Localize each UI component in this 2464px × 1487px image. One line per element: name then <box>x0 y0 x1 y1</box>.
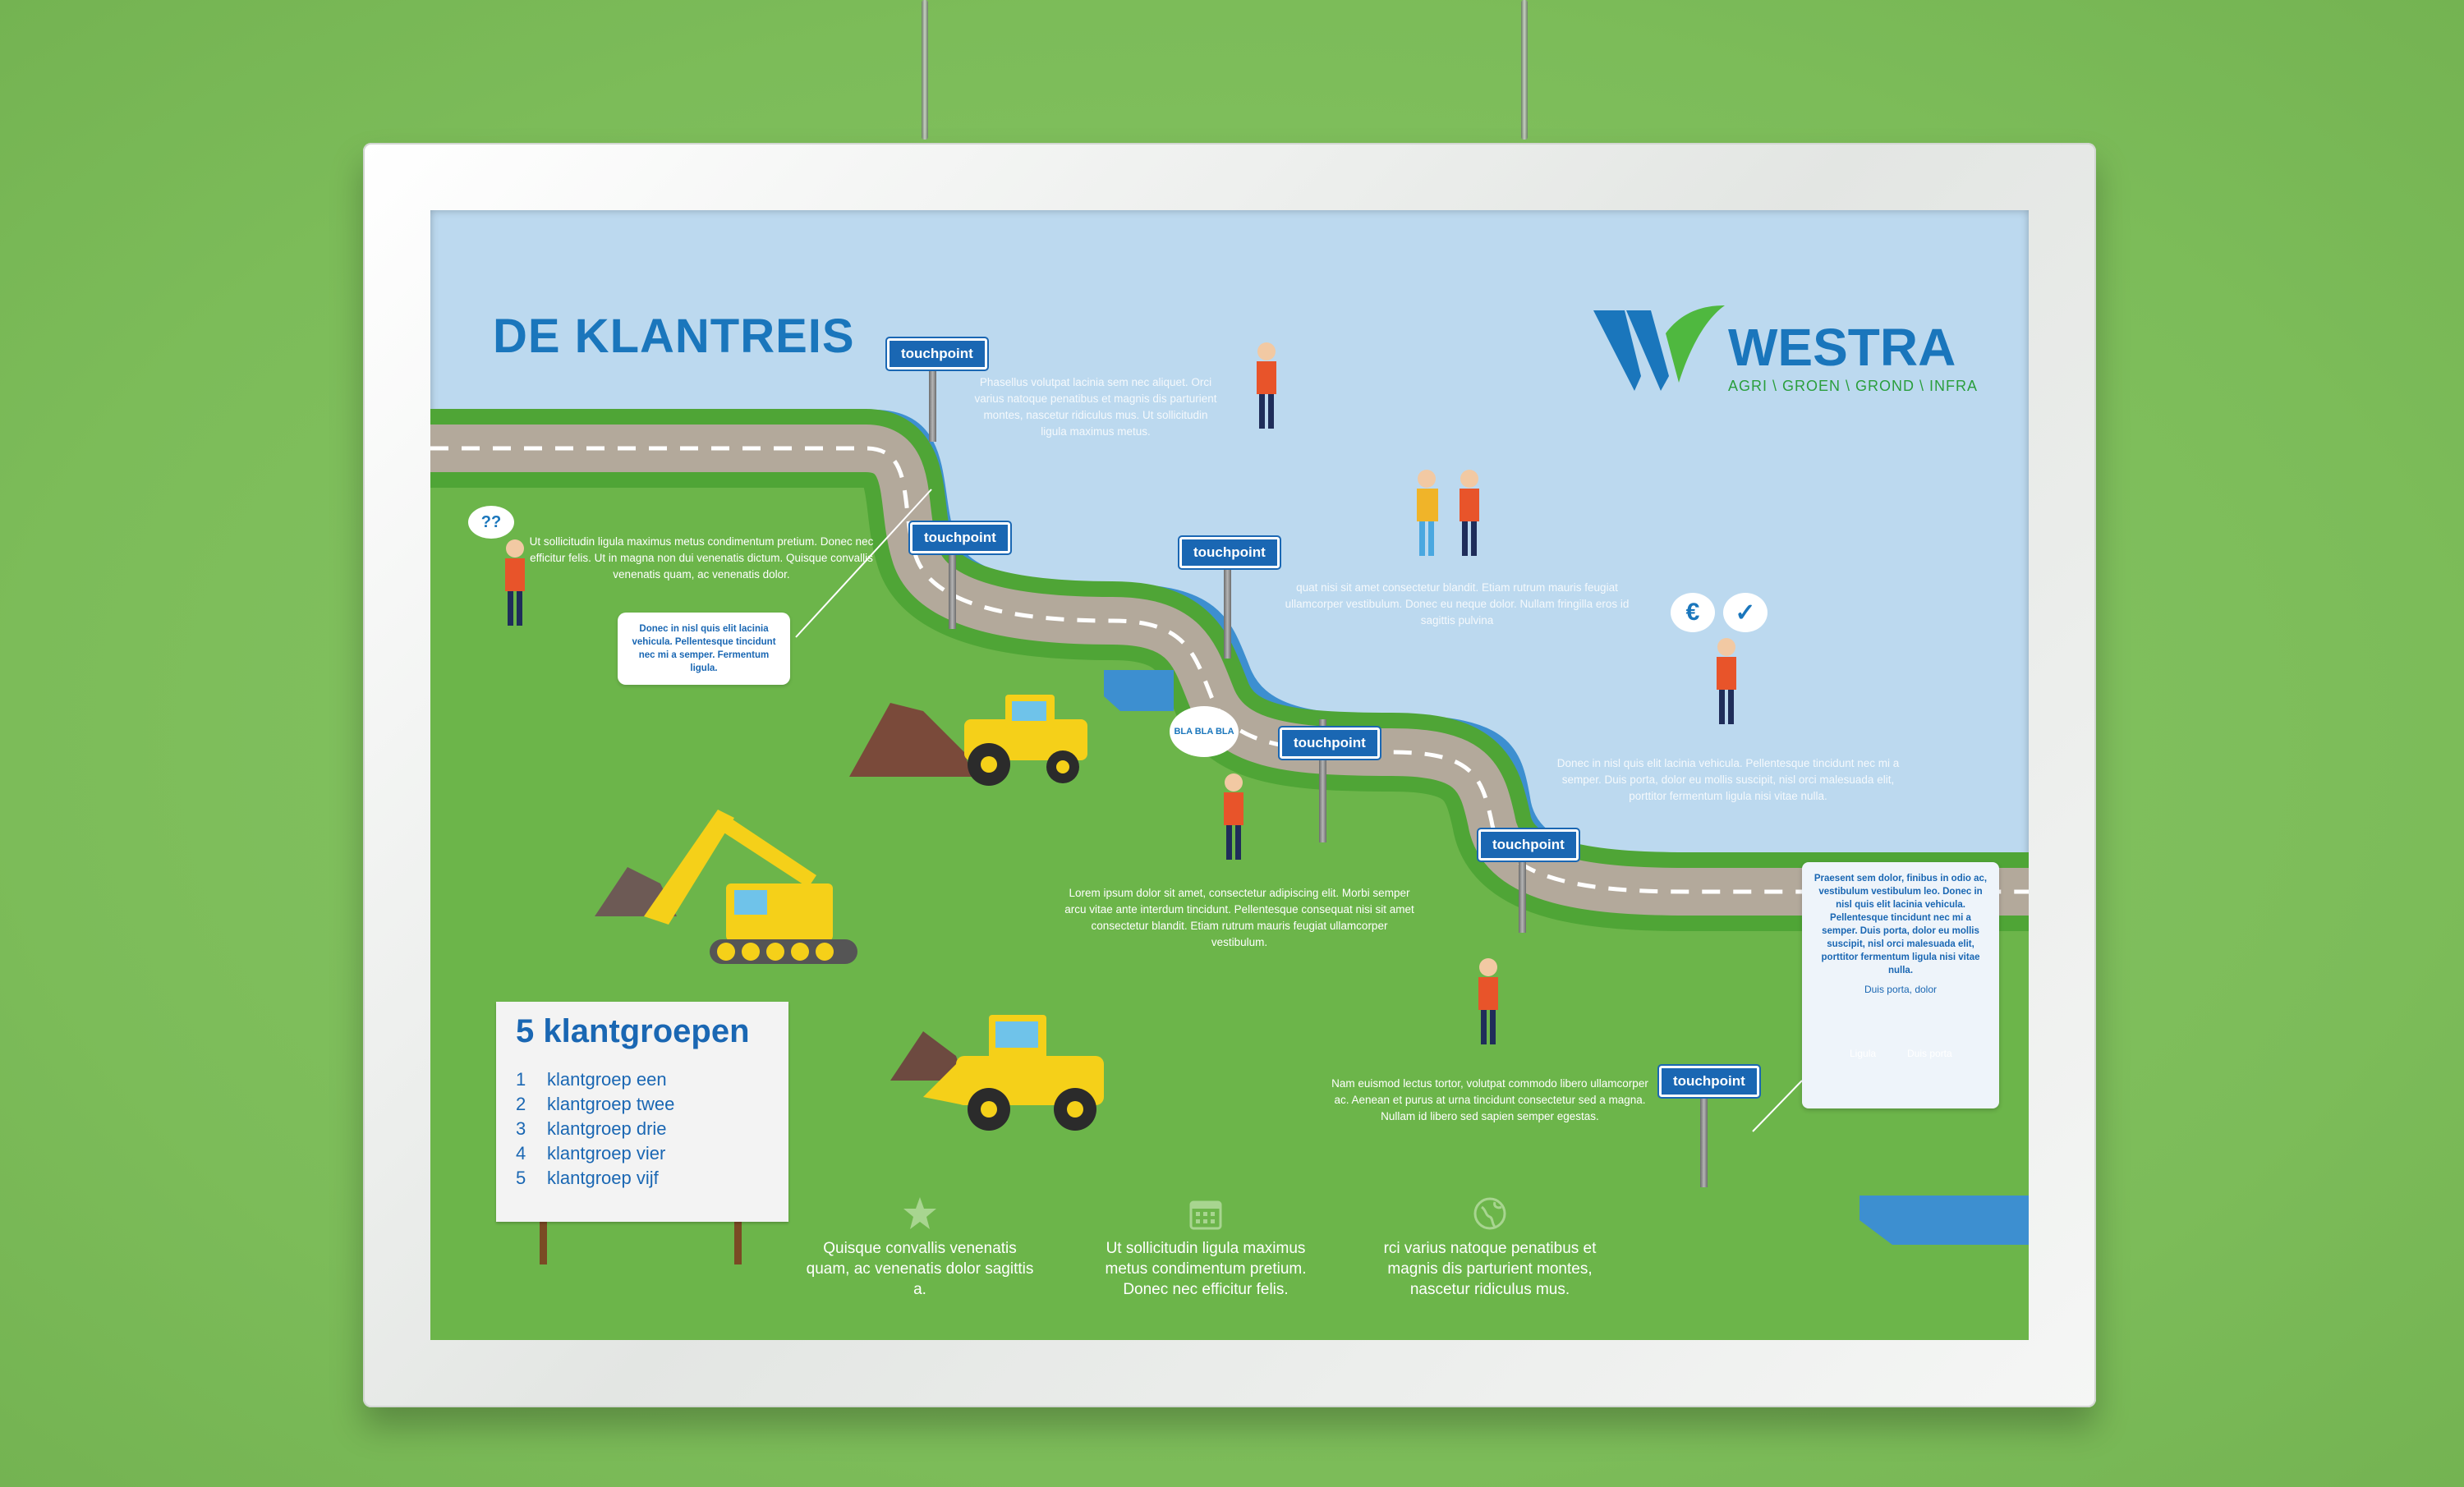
footer-item-1: Quisque convallis venenatis quam, ac ven… <box>805 1196 1035 1300</box>
river-pool-2 <box>1859 1196 2029 1245</box>
person-middle <box>1224 773 1243 860</box>
board-title: 5 klantgroepen <box>516 1013 750 1049</box>
journey-text-4: Donec in nisl quis elit lacinia vehicula… <box>1556 757 1900 802</box>
poster-title: DE KLANTREIS <box>493 310 855 363</box>
board-leg-left <box>540 1222 547 1264</box>
river-pool-1 <box>1104 670 1174 711</box>
venn-label-right: Duis porta <box>1907 1048 1952 1059</box>
tractor-top <box>964 695 1087 786</box>
person-left <box>505 539 525 626</box>
venn-description: Praesent sem dolor, finibus in odio ac, … <box>1814 874 1988 975</box>
footer-item-3: rci varius natoque penatibus et magnis d… <box>1375 1196 1605 1300</box>
callout-box: Donec in nisl quis elit lacinia vehicula… <box>618 613 790 685</box>
board-leg-right <box>734 1222 742 1264</box>
dirt-pile-3 <box>890 1031 964 1081</box>
touchpoint-post-4 <box>1319 719 1326 842</box>
touchpoint-sign-5: touchpoint <box>1477 828 1580 862</box>
brand-name: WESTRA <box>1728 318 1956 377</box>
brand-tagline: AGRI \ GROEN \ GROND \ INFRA <box>1728 378 1979 394</box>
touchpoint-post-3 <box>1224 535 1231 659</box>
thought-bubble-euro: € <box>1671 593 1715 632</box>
touchpoint-sign-3: touchpoint <box>1178 535 1281 570</box>
touchpoint-post-2 <box>949 530 956 629</box>
wheel-loader <box>923 1015 1104 1131</box>
venn-diagram-card: Praesent sem dolor, finibus in odio ac, … <box>1802 862 1999 1108</box>
touchpoint-sign-1: touchpoint <box>885 337 989 371</box>
hanging-wire-right <box>1521 0 1528 140</box>
person-top <box>1257 342 1276 429</box>
touchpoint-sign-2: touchpoint <box>908 521 1012 555</box>
calendar-icon <box>1189 1200 1222 1230</box>
journey-text-6: Nam euismod lectus tortor, volutpat comm… <box>1331 1077 1648 1122</box>
dirt-pile-1 <box>849 703 972 777</box>
person-lower <box>1478 958 1498 1044</box>
road-markings <box>430 446 2029 894</box>
touchpoint-post-5 <box>1519 834 1526 933</box>
journey-text-3: quat nisi sit amet consectetur blandit. … <box>1285 581 1630 626</box>
person-pair <box>1417 470 1479 556</box>
star-icon <box>903 1197 936 1229</box>
venn-label-left: Ligula <box>1850 1048 1877 1059</box>
journey-text-5: Lorem ipsum dolor sit amet, consectetur … <box>1064 887 1414 948</box>
excavator <box>644 810 857 964</box>
touchpoint-post-1 <box>929 351 936 442</box>
speech-bubble-bla: BLA BLA BLA <box>1170 706 1239 757</box>
thought-bubble-question: ?? <box>468 506 514 539</box>
westra-logo-icon <box>1593 305 1725 391</box>
callout-connector-2 <box>1752 1080 1803 1132</box>
venn-title: Duis porta, dolor <box>1864 984 1938 995</box>
journey-text-1: Phasellus volutpat lacinia sem nec aliqu… <box>974 376 1217 438</box>
globe-icon <box>1473 1197 1506 1230</box>
journey-text-2: Ut sollicitudin ligula maximus metus con… <box>529 535 874 581</box>
touchpoint-sign-4: touchpoint <box>1278 726 1381 760</box>
hanging-wire-left <box>922 0 928 140</box>
person-right <box>1717 638 1736 724</box>
callout-connector-1 <box>795 489 932 638</box>
touchpoint-post-6 <box>1700 1072 1708 1187</box>
thought-bubble-check: ✓ <box>1723 593 1768 632</box>
grass-area <box>430 424 2029 1340</box>
poster: DE KLANTREIS WESTRA AGRI \ GROEN \ GROND… <box>430 210 2029 1340</box>
footer-item-2: Ut sollicitudin ligula maximus metus con… <box>1091 1196 1321 1300</box>
touchpoint-sign-6: touchpoint <box>1657 1064 1761 1099</box>
